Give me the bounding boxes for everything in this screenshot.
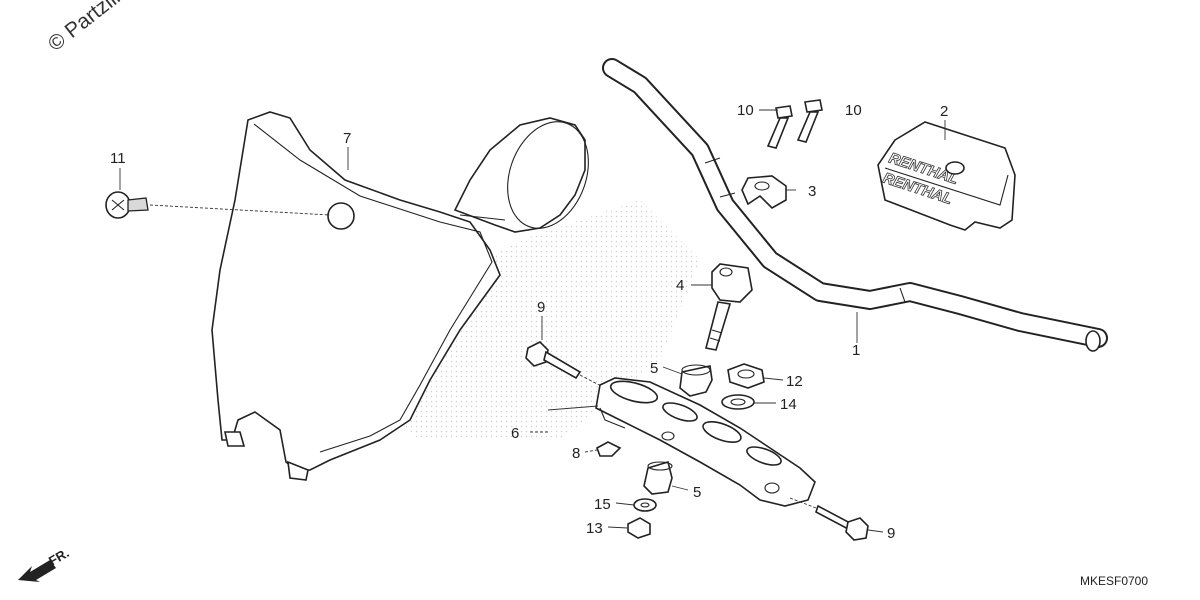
callout-4: 4 — [676, 277, 684, 294]
callout-11: 11 — [110, 150, 126, 167]
watermark: © Partzilla — [44, 0, 134, 56]
diagram-code: MKESF0700 — [1080, 574, 1148, 588]
front-direction-arrow: FR. — [18, 545, 72, 582]
bolt-10-right-part[interactable] — [796, 99, 823, 143]
damper-5-lower-part[interactable] — [643, 460, 673, 495]
callout-10-left: 10 — [737, 102, 754, 119]
handlebar-part[interactable] — [602, 58, 1108, 352]
callout-5-upper: 5 — [650, 360, 658, 377]
callout-6: 6 — [511, 425, 519, 442]
washer-14-part[interactable] — [721, 394, 755, 410]
callout-10-right: 10 — [845, 102, 862, 119]
callout-12: 12 — [786, 373, 803, 390]
callouts: 11 7 10 10 2 3 4 1 9 5 12 14 6 8 5 15 13… — [110, 102, 948, 542]
washer-15-part[interactable] — [633, 498, 657, 512]
bolt-9-upper-part[interactable] — [525, 341, 582, 380]
plate-8-part[interactable] — [596, 441, 622, 457]
callout-5-lower: 5 — [693, 484, 701, 501]
bolt-9-lower-part[interactable] — [815, 504, 869, 541]
upper-clamp-part[interactable] — [741, 175, 787, 209]
callout-2: 2 — [940, 103, 948, 120]
nut-13-part[interactable] — [627, 517, 651, 539]
handlebar-pad-part[interactable]: RENTHAL RENTHAL — [877, 121, 1016, 231]
bolt-10-left-part[interactable] — [766, 105, 793, 149]
damper-5-upper-part[interactable] — [679, 364, 713, 397]
callout-8: 8 — [572, 445, 580, 462]
leader-11-to-hole — [149, 204, 331, 216]
riser-part[interactable] — [705, 263, 753, 351]
callout-15: 15 — [594, 496, 611, 513]
callout-3: 3 — [808, 183, 816, 200]
lower-clamp-part[interactable] — [595, 377, 816, 507]
callout-1: 1 — [852, 342, 860, 359]
callout-13: 13 — [586, 520, 603, 537]
screw-11-part[interactable] — [105, 191, 149, 219]
leader-lines — [119, 109, 946, 533]
callout-7: 7 — [343, 130, 351, 147]
number-plate-part[interactable] — [211, 110, 603, 481]
nut-12-part[interactable] — [727, 363, 765, 389]
callout-9-lower: 9 — [887, 525, 895, 542]
callout-14: 14 — [780, 396, 797, 413]
callout-9-upper: 9 — [537, 299, 545, 316]
